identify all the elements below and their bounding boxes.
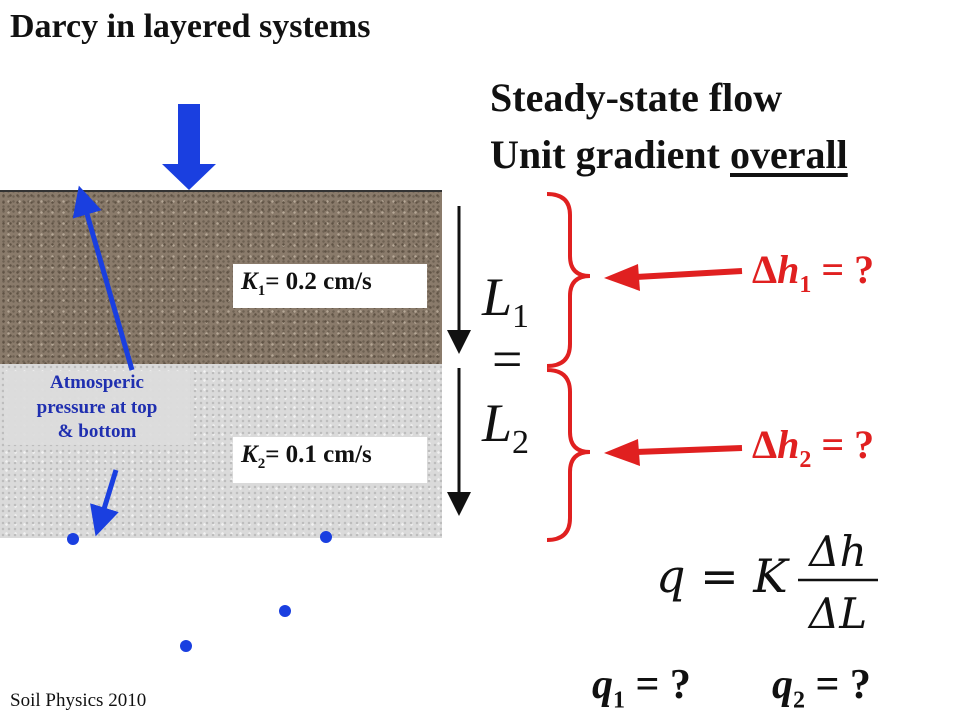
headline-overall-underlined: overall — [730, 132, 848, 177]
drop-dot — [320, 531, 332, 543]
drop-dot — [180, 640, 192, 652]
l1-subscript: 1 — [512, 297, 530, 335]
flux-q1: q1 = ? — [592, 664, 691, 712]
headline-unit-gradient: Unit gradient overall — [490, 135, 848, 175]
length-equals-sign: = — [492, 329, 523, 389]
q2-subscript: 2 — [793, 687, 805, 714]
l1-symbol: L — [482, 267, 513, 327]
q1-subscript: 1 — [613, 687, 625, 714]
dh2-delta: Δ — [752, 422, 778, 467]
k1-value: = 0.2 cm/s — [265, 268, 372, 295]
k1-symbol: K — [241, 268, 258, 295]
dh1-rest: = ? — [811, 247, 875, 292]
k2-value: = 0.1 cm/s — [265, 441, 372, 468]
dh2-rest: = ? — [811, 422, 875, 467]
darcy-formula: q = K Δh ΔL — [656, 527, 878, 638]
drop-dot — [67, 533, 79, 545]
k2-symbol: K — [241, 441, 258, 468]
right-brace-icon-bottom — [546, 368, 591, 542]
pressure-pointer-down-icon — [90, 469, 119, 537]
headline-unit-gradient-prefix: Unit gradient — [490, 132, 730, 177]
red-pointer-left-arrow-icon-1 — [604, 264, 743, 291]
atmospheric-pressure-annotation: Atmosperic pressure at top & bottom — [4, 371, 190, 446]
dh1-subscript: 1 — [799, 272, 812, 298]
footer-credit: Soil Physics 2010 — [10, 690, 147, 711]
pressure-pointer-up-icon — [72, 185, 135, 371]
k2-subscript: 2 — [257, 456, 266, 472]
drop-dot — [279, 605, 291, 617]
k1-label: K1= 0.2 cm/s — [233, 264, 427, 308]
q1-symbol: q — [592, 662, 613, 708]
head-loss-dh2: Δh2 = ? — [752, 422, 875, 473]
q2-symbol: q — [772, 662, 793, 708]
length-l2-label: L2 — [482, 396, 529, 460]
l2-subscript: 2 — [512, 423, 530, 461]
red-pointer-left-arrow-icon-2 — [604, 439, 743, 466]
dh2-symbol: h — [777, 422, 800, 467]
formula-numerator: Δh — [807, 527, 866, 576]
annotation-line-3: & bottom — [57, 421, 137, 443]
slide-title: Darcy in layered systems — [10, 8, 371, 45]
length-l1-label: L1 — [482, 270, 529, 334]
inflow-down-arrow-icon — [162, 104, 216, 190]
annotation-line-2: pressure at top — [36, 396, 158, 418]
headline-steady-state: Steady-state flow — [490, 75, 783, 120]
annotation-line-1: Atmosperic — [50, 372, 144, 393]
flux-q2: q2 = ? — [772, 664, 871, 712]
k2-label: K2= 0.1 cm/s — [233, 437, 427, 483]
l2-symbol: L — [482, 393, 513, 453]
formula-denominator: ΔL — [807, 589, 867, 638]
right-brace-icon-top — [546, 192, 591, 368]
formula-lhs: q = K — [656, 549, 790, 603]
dh2-subscript: 2 — [799, 447, 812, 473]
dh1-delta: Δ — [752, 247, 778, 292]
dh1-symbol: h — [777, 247, 800, 292]
q1-rest: = ? — [625, 662, 691, 708]
k1-subscript: 1 — [257, 283, 266, 299]
head-loss-dh1: Δh1 = ? — [752, 247, 875, 298]
q2-rest: = ? — [805, 662, 871, 708]
